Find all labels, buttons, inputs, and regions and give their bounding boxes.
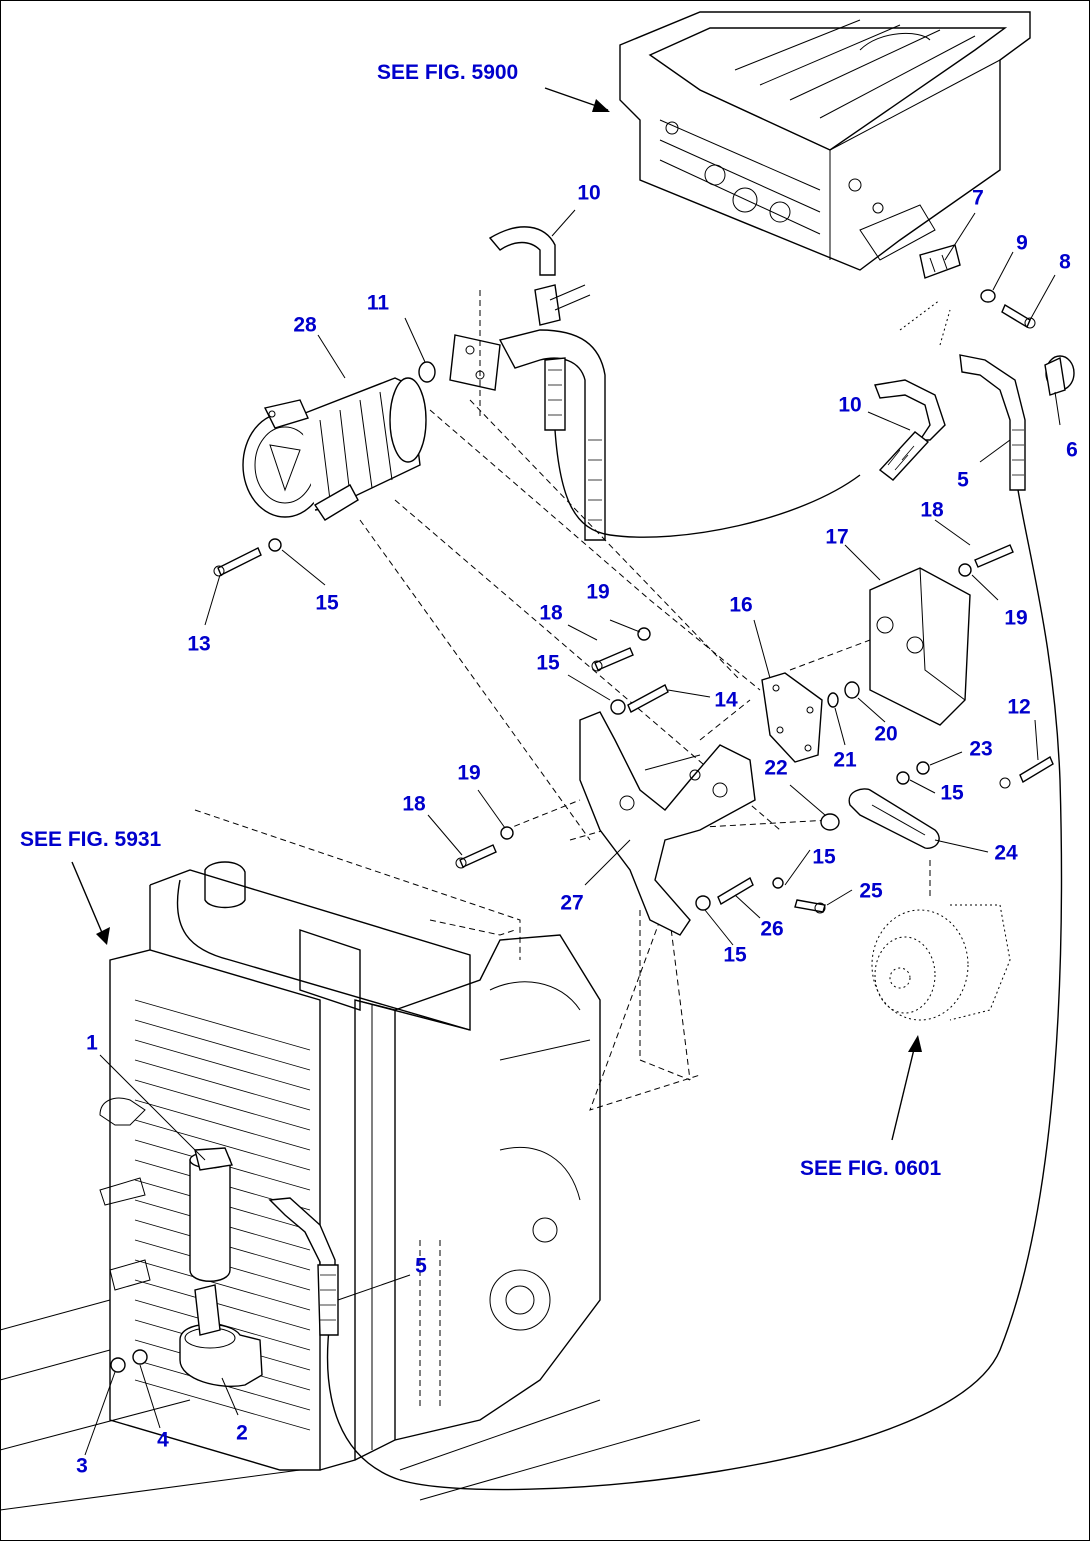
callout-28: 28	[293, 313, 317, 337]
clip-bracket	[919, 244, 1036, 329]
callout-8: 8	[1059, 250, 1071, 274]
callout-19-a: 19	[1004, 606, 1028, 630]
callout-20: 20	[874, 722, 898, 746]
pressure-switch	[1044, 355, 1075, 396]
see-fig-0601-label: SEE FIG. 0601	[800, 1157, 942, 1180]
callout-24: 24	[994, 841, 1018, 865]
see-fig-5900-label: SEE FIG. 5900	[377, 61, 519, 84]
callout-17: 17	[825, 525, 849, 549]
callout-27: 27	[560, 891, 584, 915]
callout-5-right: 5	[957, 468, 969, 492]
callout-12: 12	[1007, 695, 1031, 719]
callout-6: 6	[1066, 438, 1078, 462]
receiver-drier	[110, 1147, 263, 1387]
callout-15-b: 15	[940, 781, 964, 805]
callout-22: 22	[764, 756, 788, 780]
callout-4: 4	[157, 1428, 169, 1452]
callout-7: 7	[972, 186, 984, 210]
see-fig-5931-label: SEE FIG. 5931	[20, 828, 162, 851]
hose-5-right	[326, 354, 1063, 1491]
fasteners	[213, 538, 1054, 914]
callout-15-d: 15	[723, 943, 747, 967]
callout-18-b: 18	[539, 601, 563, 625]
callout-16: 16	[729, 593, 753, 617]
callout-14: 14	[714, 688, 738, 712]
leader-lines	[84, 209, 1061, 1456]
callout-19-c: 19	[457, 761, 481, 785]
hvac-unit	[619, 11, 1031, 271]
callout-18-c: 18	[402, 792, 426, 816]
callout-15-c: 15	[812, 845, 836, 869]
callout-21: 21	[833, 748, 857, 772]
callout-10-upper: 10	[577, 181, 601, 205]
adjuster-link	[848, 788, 940, 849]
callout-15-e: 15	[315, 591, 339, 615]
hose-5-lower	[268, 1197, 339, 1336]
callout-1: 1	[86, 1031, 98, 1055]
callout-19-b: 19	[586, 580, 610, 604]
callout-10-right: 10	[838, 393, 862, 417]
callout-11: 11	[366, 291, 390, 315]
callout-13: 13	[187, 632, 211, 656]
alternator	[871, 904, 1011, 1021]
callout-23: 23	[969, 737, 993, 761]
callout-25: 25	[859, 879, 883, 903]
compressor	[242, 377, 427, 521]
plate	[761, 672, 860, 763]
radiator-assembly	[0, 809, 701, 1511]
support-bracket	[869, 544, 1014, 726]
callout-2: 2	[236, 1421, 248, 1445]
callout-5-lower: 5	[415, 1254, 427, 1278]
compressor-fittings	[418, 226, 606, 541]
mounting-bracket	[579, 711, 840, 936]
hose-10-right	[874, 379, 946, 481]
callout-26: 26	[760, 917, 784, 941]
callout-9: 9	[1016, 231, 1028, 255]
callout-15-a: 15	[536, 651, 560, 675]
callout-18-a: 18	[920, 498, 944, 522]
callout-3: 3	[76, 1454, 88, 1478]
